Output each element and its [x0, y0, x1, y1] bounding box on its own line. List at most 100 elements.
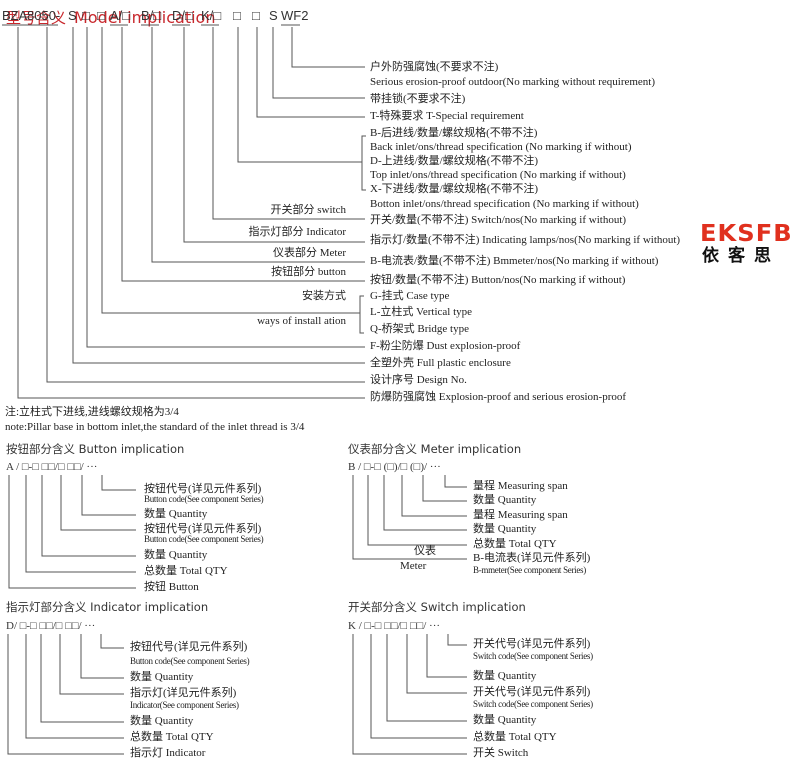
button-leader-line: [25, 475, 136, 573]
button-item: 数量 Quantity: [144, 508, 208, 520]
model-code-segment: 8050-: [27, 8, 61, 23]
switch-leader-line: [352, 634, 467, 755]
switch-item: 开关 Switch: [473, 747, 529, 759]
button-item: Button code(See component Series): [144, 494, 264, 504]
button-leader-line: [41, 475, 136, 557]
model-code-segment: WF2: [281, 8, 309, 23]
meter-leader-line: [422, 475, 467, 502]
part-label: 开关部分 switch: [270, 204, 346, 216]
logo-brand: EKSFB: [700, 221, 793, 247]
main-label: G-挂式 Case type: [370, 290, 450, 302]
switch-leader-line: [370, 634, 467, 739]
indicator-leader-line: [80, 634, 124, 679]
main-label: Serious erosion-proof outdoor(No marking…: [370, 76, 656, 88]
main-label: F-粉尘防爆 Dust explosion-proof: [370, 340, 521, 352]
indicator-item: 数量 Quantity: [130, 671, 194, 683]
indicator-leader-line: [25, 634, 124, 739]
leader-line: [72, 27, 365, 364]
main-label: 带挂锁(不要求不注): [370, 93, 466, 105]
button-leader-line: [101, 475, 136, 491]
switch-leader-line: [386, 634, 467, 722]
button-code: A / □-□ □□/□ □□/ ···: [6, 461, 98, 473]
button-item: 数量 Quantity: [144, 549, 208, 561]
meter-item: 量程 Measuring span: [473, 480, 568, 492]
indicator-leader-line: [7, 634, 124, 755]
indicator-section-header: 指示灯部分含义 Indicator implication: [6, 600, 209, 614]
title-zh: 型号含义: [6, 9, 67, 27]
switch-leader-line: [447, 634, 467, 646]
meter-leader-line: [401, 475, 467, 517]
switch-section-header: 开关部分含义 Switch implication: [348, 600, 526, 614]
switch-item: 数量 Quantity: [473, 714, 537, 726]
model-code-segment: □: [82, 8, 90, 23]
leader-line: [17, 27, 365, 399]
main-label: B-电流表/数量(不带不注) Bmmeter/nos(No marking if…: [370, 255, 659, 267]
leader-line: [237, 27, 362, 163]
switch-item: 开关代号(详见元件系列): [473, 686, 591, 698]
main-label: 按钮/数量(不带不注) Button/nos(No marking if wit…: [370, 274, 626, 286]
button-item: 按钮代号(详见元件系列): [144, 523, 262, 535]
install-bracket: [359, 295, 364, 334]
main-label: Back inlet/ons/thread specification (No …: [370, 141, 632, 153]
button-item: Button code(See component Series): [144, 534, 264, 544]
switch-item: 总数量 Total QTY: [473, 731, 557, 743]
model-code-segment: B/□: [141, 8, 162, 23]
indicator-leader-line: [40, 634, 124, 723]
main-label: 指示灯/数量(不带不注) Indicating lamps/nos(No mar…: [370, 234, 681, 246]
main-label: 防爆防强腐蚀 Explosion-proof and serious erosi…: [370, 391, 627, 403]
leader-line: [46, 27, 365, 383]
leader-line: [121, 27, 365, 282]
model-code-segment: □: [233, 8, 241, 23]
eksfb-logo: EKSFB 依客思: [700, 222, 796, 266]
meter-item: B-电流表(详见元件系列): [473, 552, 591, 564]
part-label: 指示灯部分 Indicator: [248, 226, 346, 238]
main-label: T-特殊要求 T-Special requirement: [370, 110, 524, 122]
main-label: 设计序号 Design No.: [370, 374, 467, 386]
switch-item: 开关代号(详见元件系列): [473, 638, 591, 650]
meter-item: B-mmeter(See component Series): [473, 565, 586, 575]
part-label: 仪表部分 Meter: [272, 247, 346, 259]
meter-section-header: 仪表部分含义 Meter implication: [348, 442, 522, 456]
indicator-item: 按钮代号(详见元件系列): [130, 641, 248, 653]
meter-item: 数量 Quantity: [473, 494, 537, 506]
main-label: X-下进线/数量/螺纹规格(不带不注): [370, 183, 539, 195]
meter-code: B / □-□ (□)/□ (□)/ ···: [348, 461, 441, 473]
button-item: 按钮 Button: [144, 581, 199, 593]
button-item: 总数量 Total QTY: [144, 565, 228, 577]
part-label: 按钮部分 button: [271, 266, 346, 278]
meter-leader-line: [352, 475, 467, 560]
leader-line: [291, 27, 365, 68]
main-label: 开关/数量(不带不注) Switch/nos(No marking if wit…: [370, 214, 627, 226]
meter-side-zh: 仪表: [414, 545, 436, 557]
switch-item: Switch code(See component Series): [473, 699, 593, 709]
main-label: Top inlet/ons/thread specification (No m…: [370, 169, 626, 181]
model-code-segment: A/□: [110, 8, 131, 23]
indicator-item: 指示灯(详见元件系列): [130, 687, 237, 699]
indicator-item: Indicator(See component Series): [130, 700, 239, 710]
part-label: ways of install ation: [257, 315, 346, 327]
inlet-bracket: [361, 135, 366, 191]
indicator-leader-line: [59, 634, 124, 695]
model-code-segment: D/□: [172, 8, 193, 23]
indicator-item: 总数量 Total QTY: [130, 731, 214, 743]
switch-item: 数量 Quantity: [473, 670, 537, 682]
leader-line: [151, 27, 365, 263]
meter-item: 数量 Quantity: [473, 523, 537, 535]
note-en: note:Pillar base in bottom inlet,the sta…: [5, 421, 305, 433]
button-leader-line: [60, 475, 136, 531]
main-label: 户外防强腐蚀(不要求不注): [370, 61, 499, 73]
button-section-header: 按钮部分含义 Button implication: [6, 442, 185, 456]
leader-line: [86, 27, 365, 348]
meter-item: 量程 Measuring span: [473, 509, 568, 521]
indicator-item: Button code(See component Series): [130, 656, 250, 666]
logo-cn: 依客思: [702, 246, 780, 266]
leader-line: [101, 27, 360, 314]
model-code-segment: K/□: [201, 8, 222, 23]
button-item: 按钮代号(详见元件系列): [144, 483, 262, 495]
leader-line: [272, 27, 365, 99]
leader-line: [212, 27, 365, 220]
main-label: Q-桥架式 Bridge type: [370, 323, 469, 335]
